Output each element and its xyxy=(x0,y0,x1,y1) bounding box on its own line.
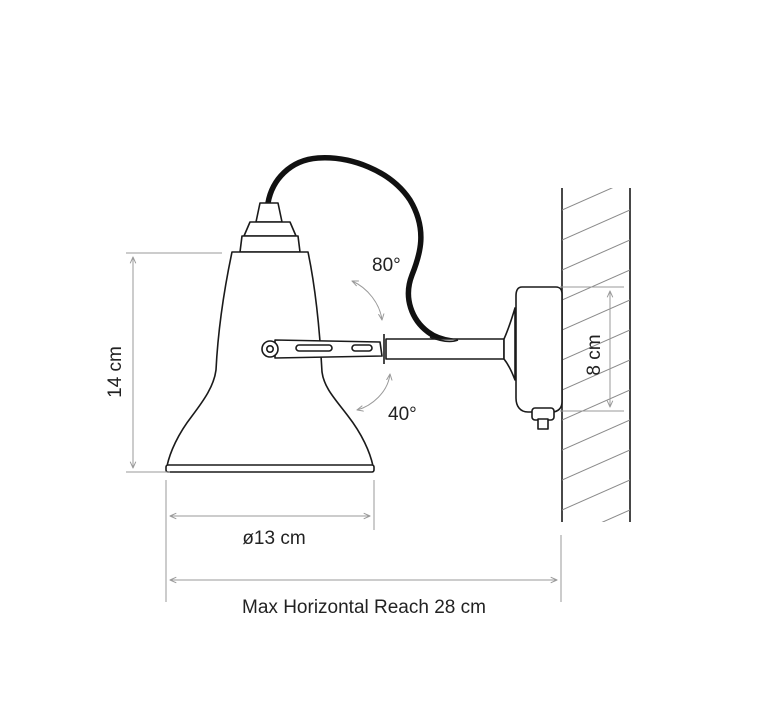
reach-dimension xyxy=(165,530,562,602)
height-dimension xyxy=(126,252,222,473)
height-label: 14 cm xyxy=(105,346,126,398)
angle-up-arrow xyxy=(352,281,382,320)
base-height-label: 8 cm xyxy=(584,334,605,375)
diameter-label: ø13 cm xyxy=(242,528,305,549)
base-height-dimension xyxy=(560,286,624,412)
lamp-shade xyxy=(165,251,375,473)
wall-hatching xyxy=(562,188,630,522)
wall-mount xyxy=(515,286,563,430)
lamp-arm xyxy=(261,307,516,381)
wall xyxy=(561,188,631,522)
angle-up-label: 80° xyxy=(372,255,401,276)
lamp-cable xyxy=(265,155,455,344)
angle-down-label: 40° xyxy=(388,404,417,425)
diameter-dimension xyxy=(165,480,375,530)
reach-label: Max Horizontal Reach 28 cm xyxy=(242,597,486,618)
lamp-holder xyxy=(239,202,301,253)
angle-down-arrow xyxy=(357,374,390,410)
